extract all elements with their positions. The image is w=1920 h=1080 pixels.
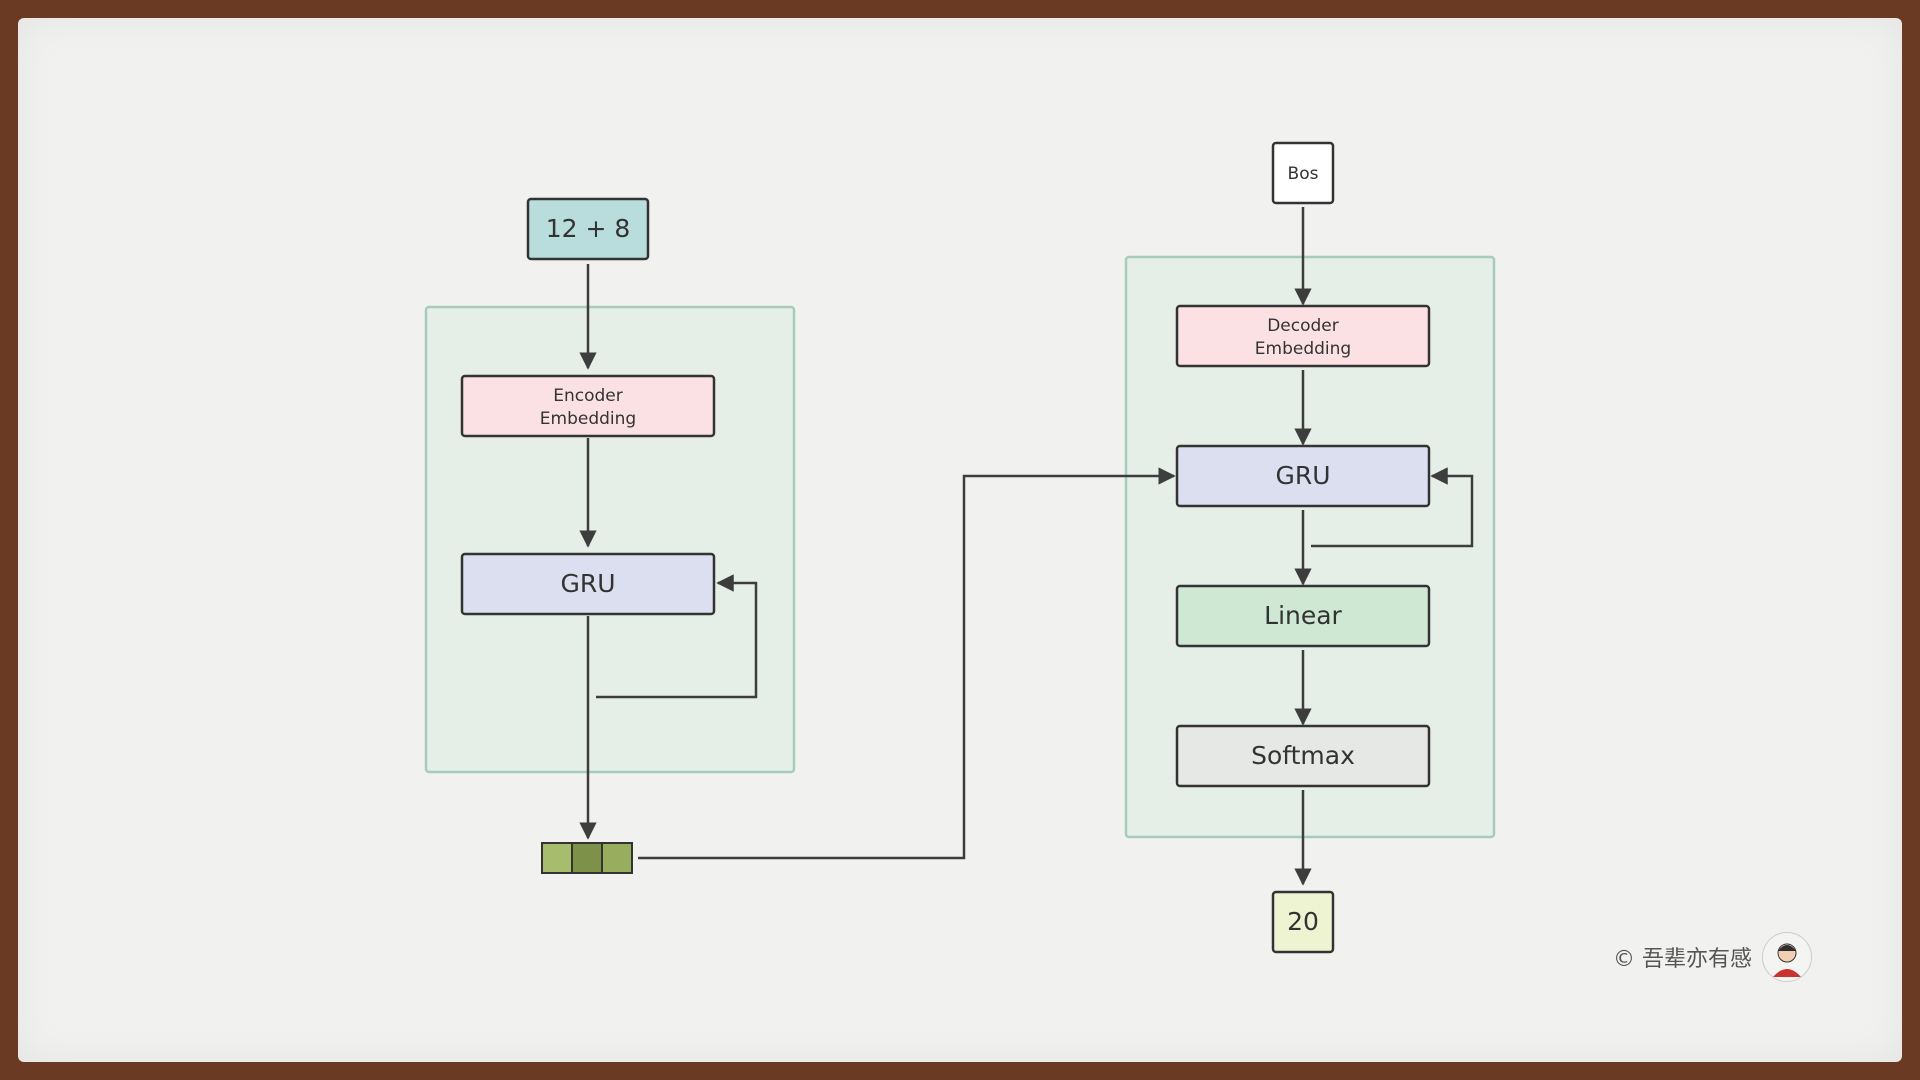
- context-vector-cell-3: [601, 842, 633, 874]
- decoder-embedding-node: Decoder Embedding: [1175, 304, 1431, 368]
- credit-text: © 吾辈亦有感: [1613, 947, 1752, 972]
- encoder-embedding-label-line-2: Embedding: [540, 409, 636, 429]
- diagram-svg: 12 + 8 Encoder Embedding GRU Bos Decoder…: [424, 141, 1496, 954]
- decoder-embedding-label-line-1: Decoder: [1267, 316, 1339, 336]
- decoder-container: [1124, 255, 1496, 839]
- encoder-input-label: 12 + 8: [546, 214, 631, 243]
- decoder-linear-node: Linear: [1175, 584, 1431, 648]
- decoder-embedding-label-line-2: Embedding: [1255, 339, 1351, 359]
- context-vector-cell-1: [541, 842, 573, 874]
- canvas: 12 + 8 Encoder Embedding GRU Bos Decoder…: [18, 18, 1902, 1062]
- encoder-input-node: 12 + 8: [526, 197, 650, 261]
- context-vector-cell-2: [571, 842, 603, 874]
- decoder-gru-node: GRU: [1175, 444, 1431, 508]
- credit: © 吾辈亦有感: [1613, 932, 1812, 982]
- decoder-gru-recurrent-loop: [1311, 467, 1474, 548]
- decoder-start-label: Bos: [1288, 164, 1319, 184]
- decoder-output-node: 20: [1271, 890, 1335, 954]
- encoder-gru-node: GRU: [460, 552, 716, 616]
- context-vector: [541, 842, 633, 874]
- avatar-illustration: [1773, 943, 1801, 977]
- author-avatar: [1762, 932, 1812, 982]
- decoder-linear-label: Linear: [1264, 601, 1342, 630]
- decoder-gru-label: GRU: [1275, 461, 1330, 490]
- encoder-embedding-label-line-1: Encoder: [553, 386, 623, 406]
- decoder-softmax-label: Softmax: [1251, 741, 1355, 770]
- decoder-start-node: Bos: [1271, 141, 1335, 205]
- decoder-output-label: 20: [1287, 907, 1319, 936]
- encoder-gru-label: GRU: [560, 569, 615, 598]
- decoder-softmax-node: Softmax: [1175, 724, 1431, 788]
- encoder-gru-recurrent-loop: [596, 574, 758, 699]
- arrow-context-to-decoder-gru: [638, 467, 1176, 860]
- encoder-embedding-node: Encoder Embedding: [460, 374, 716, 438]
